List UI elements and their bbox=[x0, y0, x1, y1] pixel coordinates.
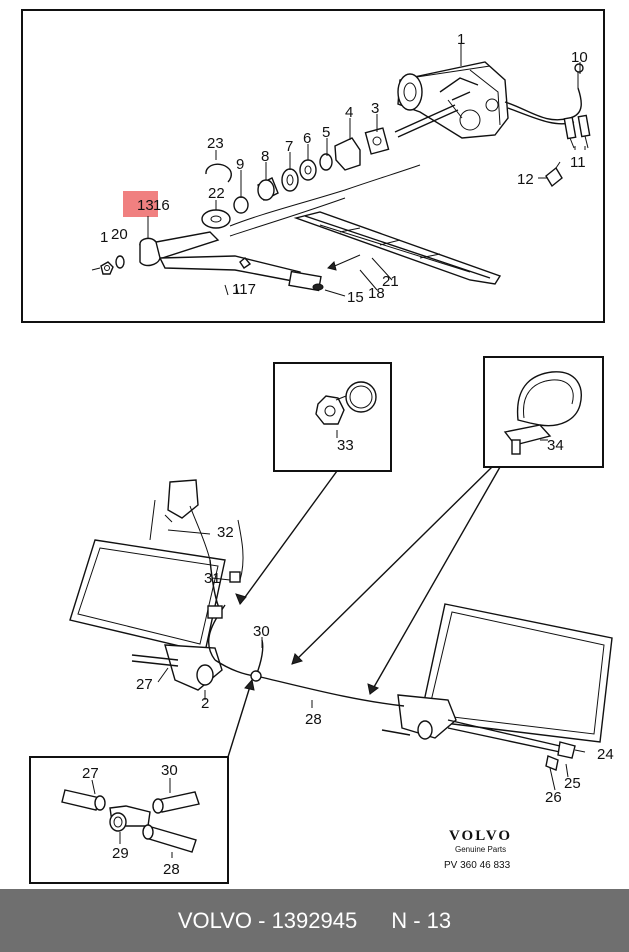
pv-number: PV 360 46 833 bbox=[444, 860, 511, 871]
footer-part-number: VOLVO - 1392945 bbox=[177, 907, 358, 933]
detail-box-29: 27 30 29 28 bbox=[29, 756, 229, 884]
callout-31: 31 bbox=[204, 570, 221, 587]
callout-27-detail: 27 bbox=[82, 765, 99, 782]
callout-34: 34 bbox=[547, 437, 564, 454]
callout-15: 15 bbox=[347, 289, 364, 306]
callout-4: 4 bbox=[345, 104, 353, 121]
detail-box-34: 34 bbox=[483, 356, 604, 468]
callout-28: 28 bbox=[305, 711, 322, 728]
callout-22: 22 bbox=[208, 185, 225, 202]
callout-117: 117 bbox=[232, 281, 256, 298]
callout-30: 30 bbox=[253, 623, 270, 640]
callout-30-detail: 30 bbox=[161, 762, 178, 779]
callout-28-detail: 28 bbox=[163, 861, 180, 878]
part-3-bracket bbox=[364, 127, 390, 155]
wiper-motor bbox=[394, 61, 509, 139]
callout-7: 7 bbox=[285, 138, 293, 155]
callout-26: 26 bbox=[545, 789, 562, 806]
callout-10: 10 bbox=[571, 49, 588, 66]
wiper-arm bbox=[138, 231, 324, 296]
footer-bar: VOLVO - 1392945 N - 13 bbox=[0, 889, 629, 952]
lower-assembly: 32 31 30 27 2 28 24 25 26 bbox=[69, 466, 614, 806]
motor-wiring bbox=[504, 63, 591, 188]
callout-33: 33 bbox=[337, 437, 354, 454]
part-4-block bbox=[334, 137, 361, 171]
callout-21: 21 bbox=[382, 273, 399, 290]
callout-9: 9 bbox=[236, 156, 244, 173]
part-20-washer bbox=[115, 255, 125, 269]
callout-16-top: 16 bbox=[153, 197, 170, 214]
footer-page-code: N - 13 bbox=[391, 907, 452, 933]
callout-23: 23 bbox=[207, 135, 224, 152]
callout-3: 3 bbox=[371, 100, 379, 117]
part-6-nut bbox=[299, 159, 317, 181]
callout-11: 11 bbox=[570, 154, 586, 171]
leader-lines-top bbox=[147, 44, 586, 297]
callout-24: 24 bbox=[597, 746, 614, 763]
callout-1: 1 bbox=[457, 31, 465, 48]
part-23-clip bbox=[205, 163, 232, 183]
callout-8: 8 bbox=[261, 148, 269, 165]
volvo-logo-text: VOLVO bbox=[449, 828, 512, 844]
brand-block: VOLVO Genuine Parts PV 360 46 833 bbox=[444, 828, 512, 871]
callout-1-small: 1 bbox=[100, 229, 108, 246]
part-22-plate bbox=[201, 209, 231, 229]
callout-32: 32 bbox=[217, 524, 234, 541]
callout-5: 5 bbox=[322, 124, 330, 141]
part-16-cap bbox=[139, 237, 161, 267]
part-9-washer bbox=[233, 196, 249, 214]
callout-2: 2 bbox=[201, 695, 209, 712]
callout-25: 25 bbox=[564, 775, 581, 792]
callout-18: 18 bbox=[368, 285, 385, 302]
part-5-washer bbox=[319, 153, 333, 171]
detail-box-33: 33 bbox=[273, 362, 392, 472]
callout-12: 12 bbox=[517, 171, 534, 188]
wiper-blade bbox=[293, 211, 502, 285]
top-panel: 1 10 3 4 5 6 7 8 9 23 22 11 12 13 16 1 2… bbox=[21, 9, 605, 323]
part-7-ring bbox=[281, 168, 299, 192]
genuine-parts-label: Genuine Parts bbox=[455, 845, 506, 854]
callout-20: 20 bbox=[111, 226, 128, 243]
callout-13: 13 bbox=[137, 197, 154, 214]
highlight-box bbox=[123, 191, 158, 217]
part-19-nut bbox=[100, 261, 114, 275]
callout-29: 29 bbox=[112, 845, 129, 862]
callout-27: 27 bbox=[136, 676, 153, 693]
callout-6: 6 bbox=[303, 130, 311, 147]
